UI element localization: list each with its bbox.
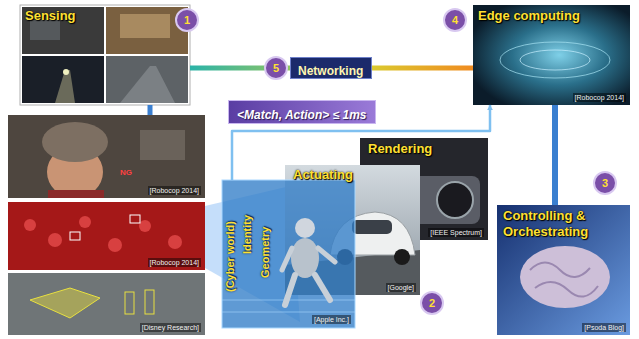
panel-title: Rendering [368,141,432,157]
callout-number: 1 [175,8,199,32]
credit-text: [Google] [386,283,416,292]
panel-title: Edge computing [478,8,580,24]
edge-panel: Edge computing [Robocop 2014] [473,5,630,105]
overlay-text: NG [120,168,132,178]
credit-text: [Robocop 2014] [148,186,201,195]
network-box: Networking [290,57,372,79]
photo-panel: [Disney Research] [8,273,205,335]
rendering-panel: Rendering [IEEE Spectrum] [360,138,488,240]
panel-title: (Cyber world) [224,221,237,292]
credit-text: [Psoda Blog] [582,323,626,332]
control-panel: Controlling & Orchestrating [Psoda Blog] [497,205,630,335]
callout-number: 4 [443,8,467,32]
credit-text: [Apple Inc.] [312,315,351,324]
panel-title: Identity [241,215,254,254]
credit-text: [Robocop 2014] [148,258,201,267]
panel-title: Geometry [259,227,272,278]
panel-title: Controlling & Orchestrating [503,208,621,240]
credit-text: [Disney Research] [140,323,201,332]
callout-number: 3 [593,171,617,195]
sensing-panel: Sensing [20,5,190,105]
callout-number: 2 [420,291,444,315]
callout-number: 5 [264,56,288,80]
box-label: Networking [298,64,363,78]
sensing-link [148,105,153,115]
network-link [372,66,473,71]
photo-panel: [Robocop 2014] [8,115,205,198]
credit-text: [Robocop 2014] [573,93,626,102]
panel-title: Actuating [293,167,353,183]
panel-title: Sensing [25,8,76,24]
credit-text: [IEEE Spectrum] [428,228,484,237]
actuating-panel: Actuating [Google] [285,165,420,295]
feedback-arrow [232,105,490,180]
control-link [552,105,558,205]
photo-panel: [Robocop 2014] [8,202,205,270]
latency-box: <Match, Action> ≤ 1ms [228,100,376,124]
box-label: <Match, Action> ≤ 1ms [237,108,367,122]
cyber-panel: (Cyber world) Identity Geometry [Apple Inc.… [222,180,355,328]
